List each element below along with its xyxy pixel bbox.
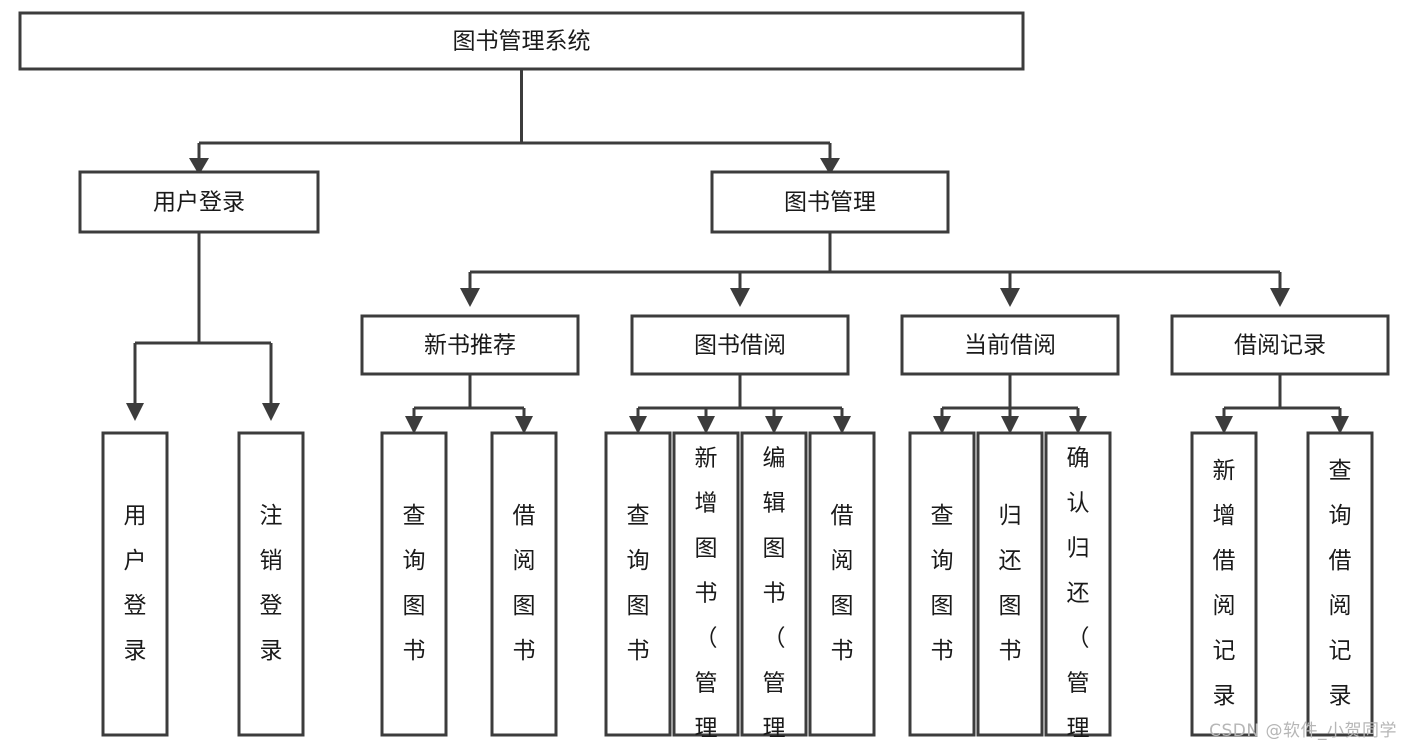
node-leaf-query-record-label: 查询借阅记录 — [1329, 458, 1352, 709]
node-leaf-query-book-1-box[interactable] — [380, 431, 448, 737]
connector-group-root — [189, 69, 840, 175]
node-leaf-borrow-book-2-box[interactable] — [808, 431, 876, 737]
node-leaf-query-book-1-label: 查询图书 — [403, 503, 426, 664]
node-book-manage-label: 图书管理 — [784, 190, 876, 216]
node-leaf-borrow-book-1[interactable]: 借阅图书 — [490, 431, 558, 737]
arrow-to-book-manage — [820, 158, 840, 175]
node-new-book-recommend[interactable]: 新书推荐 — [360, 314, 580, 376]
node-leaf-borrow-book-2-label: 借阅图书 — [831, 503, 854, 664]
connector-group-borrow-record — [1215, 374, 1349, 434]
node-new-book-recommend-box[interactable] — [360, 314, 580, 376]
node-leaf-user-login[interactable]: 用户登录 — [101, 431, 169, 737]
node-leaf-query-book-3-label: 查询图书 — [931, 503, 954, 664]
node-leaf-edit-book-box[interactable] — [740, 431, 808, 737]
node-root-label: 图书管理系统 — [453, 29, 591, 55]
node-leaf-confirm-return-label: 确认归还（管理员） — [1067, 446, 1090, 747]
node-user-login[interactable]: 用户登录 — [78, 170, 320, 234]
node-leaf-query-book-2-box[interactable] — [604, 431, 672, 737]
leaf-node-layer: 用户登录 注销登录 查询图书 借阅图书 查询图书 新增图书（管理员） 编辑图书（管理员） 借阅… — [101, 431, 1374, 747]
node-leaf-edit-book-label: 编辑图书（管理员） — [763, 446, 786, 747]
node-leaf-return-book-label: 归还图书 — [999, 503, 1022, 664]
connector-group-current-borrow — [933, 374, 1087, 434]
node-leaf-query-record-box[interactable] — [1306, 431, 1374, 737]
node-book-manage[interactable]: 图书管理 — [710, 170, 950, 234]
node-root[interactable]: 图书管理系统 — [18, 11, 1025, 71]
node-book-borrow-box[interactable] — [630, 314, 850, 376]
node-borrow-record-label: 借阅记录 — [1234, 333, 1326, 359]
node-leaf-query-book-1[interactable]: 查询图书 — [380, 431, 448, 737]
arrow-to-leaf-query-book-1 — [405, 416, 423, 434]
node-leaf-edit-book[interactable]: 编辑图书（管理员） — [740, 431, 808, 747]
arrow-to-leaf-borrow-book-1 — [515, 416, 533, 434]
node-current-borrow-box[interactable] — [900, 314, 1120, 376]
arrow-to-leaf-query-record — [1331, 416, 1349, 434]
arrow-to-leaf-confirm-return — [1069, 416, 1087, 434]
node-leaf-add-book[interactable]: 新增图书（管理员） — [672, 431, 740, 747]
node-leaf-logout-login-label: 注销登录 — [260, 503, 283, 664]
node-leaf-add-book-label: 新增图书（管理员） — [695, 446, 718, 747]
arrow-to-leaf-add-record — [1215, 416, 1233, 434]
node-leaf-query-record[interactable]: 查询借阅记录 — [1306, 431, 1374, 737]
node-leaf-logout-login[interactable]: 注销登录 — [237, 431, 305, 737]
node-borrow-record[interactable]: 借阅记录 — [1170, 314, 1390, 376]
node-leaf-query-book-3[interactable]: 查询图书 — [908, 431, 976, 737]
arrow-to-leaf-logout-login — [262, 403, 280, 421]
arrow-to-leaf-user-login — [126, 403, 144, 421]
node-leaf-logout-login-box[interactable] — [237, 431, 305, 737]
node-leaf-borrow-book-1-box[interactable] — [490, 431, 558, 737]
node-leaf-add-record-box[interactable] — [1190, 431, 1258, 737]
node-leaf-add-record[interactable]: 新增借阅记录 — [1190, 431, 1258, 737]
node-user-login-label: 用户登录 — [153, 190, 245, 216]
arrow-to-borrow-record — [1270, 288, 1290, 307]
arrow-to-leaf-borrow-book-2 — [833, 416, 851, 434]
arrow-to-leaf-return-book — [1001, 416, 1019, 434]
arrow-to-current-borrow — [1000, 288, 1020, 307]
node-leaf-confirm-return-box[interactable] — [1044, 431, 1112, 737]
arrow-to-leaf-query-book-2 — [629, 416, 647, 434]
node-book-borrow[interactable]: 图书借阅 — [630, 314, 850, 376]
arrow-to-new-book-recommend — [460, 288, 480, 307]
arrow-to-book-borrow — [730, 288, 750, 307]
node-leaf-query-book-3-box[interactable] — [908, 431, 976, 737]
arrow-to-leaf-add-book — [697, 416, 715, 434]
node-leaf-query-book-2[interactable]: 查询图书 — [604, 431, 672, 737]
arrow-to-leaf-edit-book — [765, 416, 783, 434]
connector-group-user-login — [126, 232, 280, 421]
node-leaf-borrow-book-1-label: 借阅图书 — [513, 503, 536, 664]
arrow-to-user-login — [189, 158, 209, 175]
node-user-login-box[interactable] — [78, 170, 320, 234]
node-new-book-recommend-label: 新书推荐 — [424, 333, 516, 359]
node-borrow-record-box[interactable] — [1170, 314, 1390, 376]
node-leaf-user-login-box[interactable] — [101, 431, 169, 737]
node-book-manage-box[interactable] — [710, 170, 950, 234]
node-current-borrow-label: 当前借阅 — [964, 333, 1056, 359]
node-leaf-confirm-return[interactable]: 确认归还（管理员） — [1044, 431, 1112, 747]
node-leaf-add-record-label: 新增借阅记录 — [1213, 458, 1236, 709]
connector-group-new-book-recommend — [405, 374, 533, 434]
arrow-to-leaf-query-book-3 — [933, 416, 951, 434]
node-leaf-add-book-box[interactable] — [672, 431, 740, 737]
connector-group-book-manage — [460, 232, 1290, 307]
node-leaf-return-book-box[interactable] — [976, 431, 1044, 737]
node-leaf-borrow-book-2[interactable]: 借阅图书 — [808, 431, 876, 737]
node-root-box[interactable] — [18, 11, 1025, 71]
node-leaf-user-login-label: 用户登录 — [124, 503, 147, 664]
connector-group-book-borrow — [629, 374, 851, 434]
node-book-borrow-label: 图书借阅 — [694, 333, 786, 359]
node-leaf-query-book-2-label: 查询图书 — [627, 503, 650, 664]
node-leaf-return-book[interactable]: 归还图书 — [976, 431, 1044, 737]
node-current-borrow[interactable]: 当前借阅 — [900, 314, 1120, 376]
